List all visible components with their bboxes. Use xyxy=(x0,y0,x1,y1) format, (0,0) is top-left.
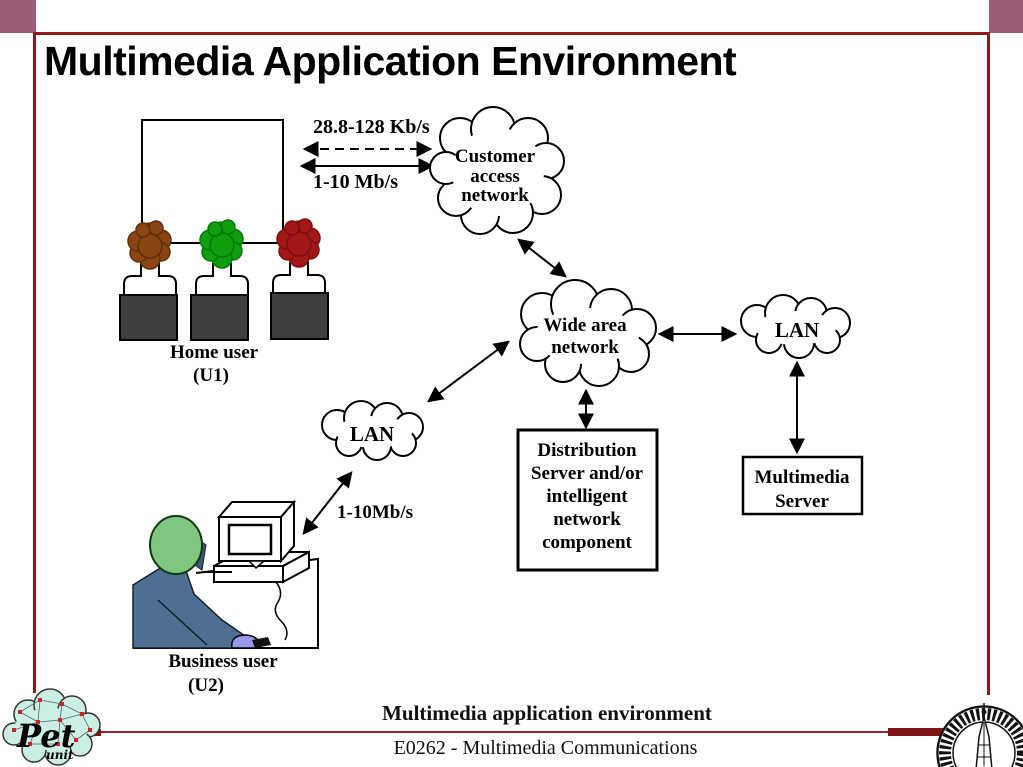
content-frame-right xyxy=(987,32,990,695)
accent-square-top-left xyxy=(0,0,36,33)
svg-text:Server: Server xyxy=(775,491,829,512)
svg-text:intelligent: intelligent xyxy=(546,486,628,507)
svg-text:Distribution: Distribution xyxy=(537,440,637,461)
diagram-caption: Multimedia application environment xyxy=(382,701,712,725)
svg-text:access: access xyxy=(470,166,520,187)
arrow-lanleft-pc xyxy=(302,471,353,535)
arrow-lanleft-wan xyxy=(427,340,510,403)
svg-text:Multimedia: Multimedia xyxy=(755,467,850,488)
svg-text:network: network xyxy=(551,337,619,358)
slide-title: Multimedia Application Environment xyxy=(44,38,737,84)
home-user-id: (U1) xyxy=(193,365,229,386)
svg-text:component: component xyxy=(542,532,632,553)
accent-square-top-right xyxy=(989,0,1023,33)
lan-rate-label: 1-10Mb/s xyxy=(337,502,413,523)
home-user-head-red xyxy=(276,218,321,268)
home-monitor-3 xyxy=(270,292,329,340)
home-user-label: Home user xyxy=(170,342,259,363)
home-monitor-1 xyxy=(119,294,178,341)
wide-area-network-cloud: Wide area network xyxy=(519,279,657,387)
svg-text:network: network xyxy=(553,509,621,530)
home-user-terminals xyxy=(119,218,329,341)
svg-text:Customer: Customer xyxy=(455,146,536,167)
svg-text:LAN: LAN xyxy=(350,422,394,446)
home-user-head-brown xyxy=(127,220,172,270)
distribution-server-box: Distribution Server and/or intelligent n… xyxy=(516,428,659,572)
pet-unit-logo: Pet unit xyxy=(2,688,101,766)
svg-text:Wide area: Wide area xyxy=(543,315,627,336)
broadband-rate-label: 1-10 Mb/s xyxy=(313,171,398,193)
course-footer: E0262 - Multimedia Communications xyxy=(393,737,698,759)
svg-text:unit: unit xyxy=(46,748,74,762)
content-frame-left xyxy=(33,32,36,693)
lan-cloud-left: LAN xyxy=(321,400,424,461)
keyboard xyxy=(252,637,271,648)
dialup-rate-label: 28.8-128 Kb/s xyxy=(313,116,430,138)
business-user-clipart xyxy=(132,499,319,649)
home-monitor-2 xyxy=(190,294,249,341)
business-user-head xyxy=(149,515,203,575)
customer-access-network-cloud: Customer access network xyxy=(429,106,565,235)
arrow-can-wan xyxy=(517,238,567,278)
bottom-rule-accent-right xyxy=(888,728,945,736)
content-frame-top xyxy=(33,32,990,35)
svg-text:Server and/or: Server and/or xyxy=(531,463,644,484)
business-user-label: Business user xyxy=(168,651,278,672)
lan-cloud-right: LAN xyxy=(740,294,851,359)
home-user-head-green xyxy=(199,219,244,269)
institute-seal xyxy=(936,703,1023,767)
svg-text:network: network xyxy=(461,185,529,206)
svg-text:Pet: Pet xyxy=(16,717,76,755)
business-user-id: (U2) xyxy=(188,675,224,696)
bottom-rule xyxy=(99,731,889,733)
svg-text:LAN: LAN xyxy=(775,318,819,342)
multimedia-server-box: Multimedia Server xyxy=(741,455,864,516)
